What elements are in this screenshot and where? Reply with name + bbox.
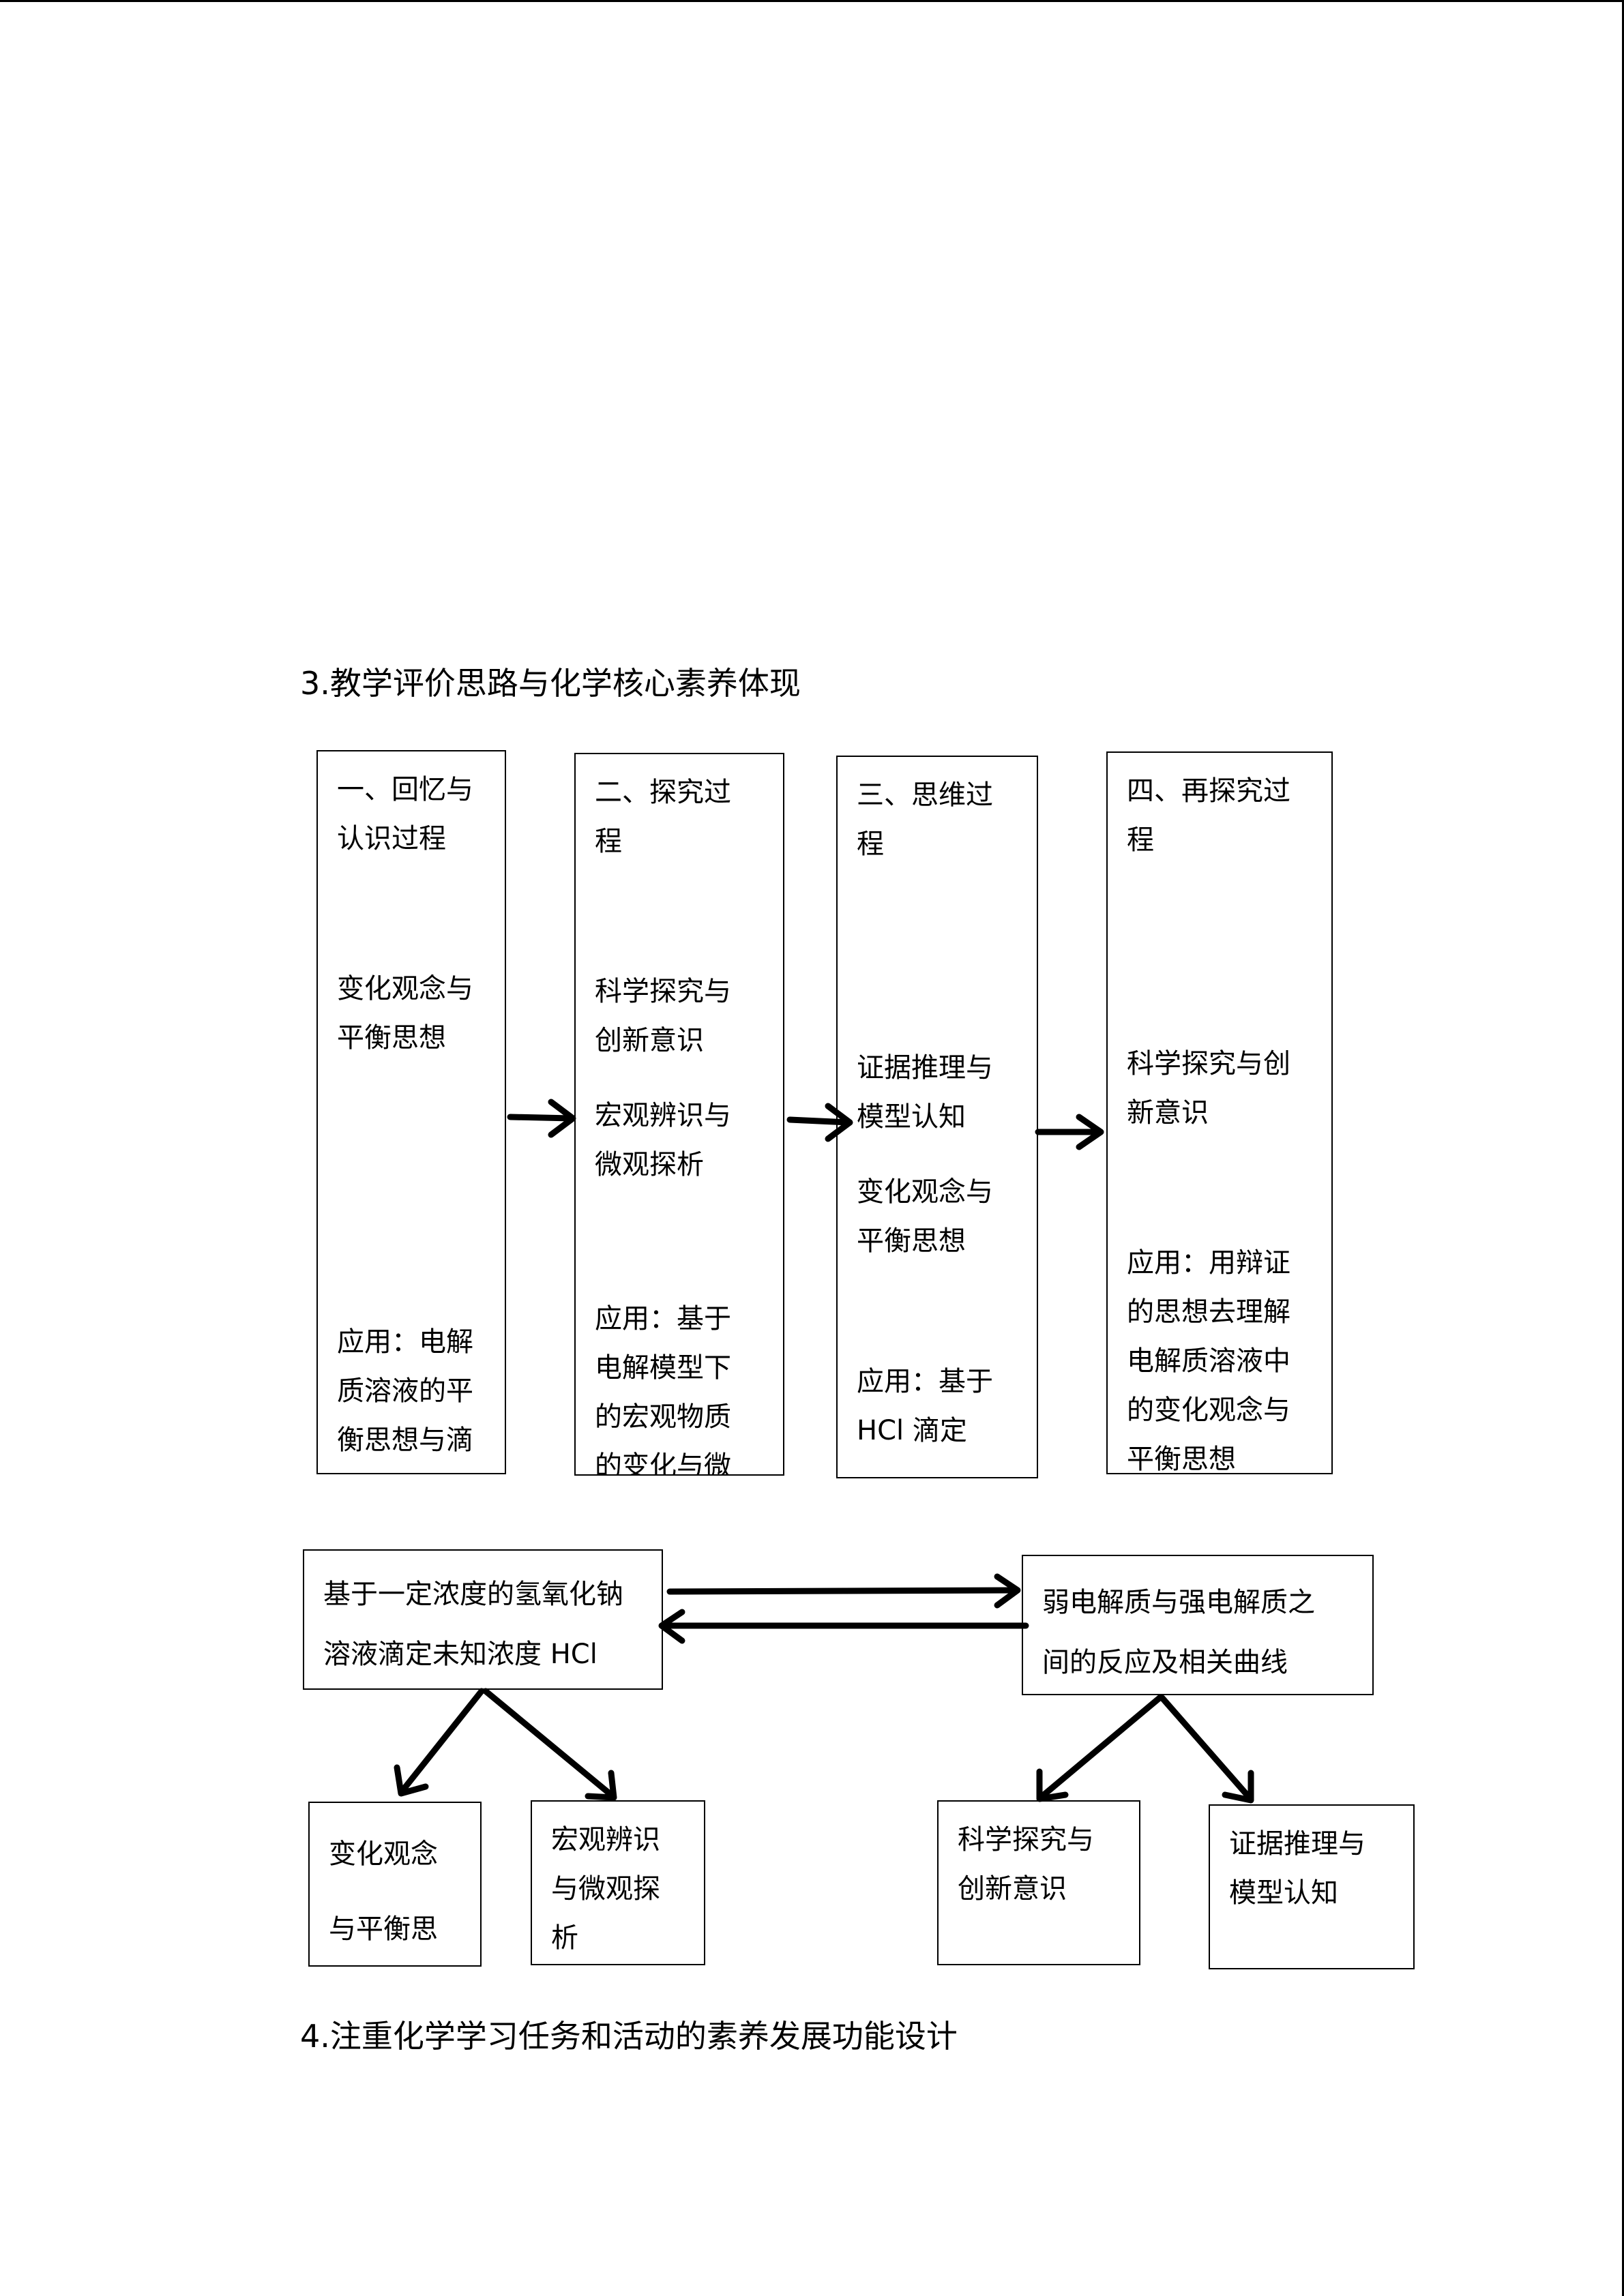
arrow-electrolyte-to-titration xyxy=(658,1609,1029,1644)
page-border-top xyxy=(0,0,1624,2)
section-3-heading: 3.教学评价思路与化学核心素养体现 xyxy=(300,665,801,702)
stage-literacy: 变化观念与 平衡思想 xyxy=(337,973,473,1054)
stage-application: 应用：用辩证 的思想去理解 电解质溶液中 的变化观念与 平衡思想 xyxy=(1127,1247,1290,1474)
stage-box-thinking: 三、思维过 程 证据推理与 模型认知 变化观念与 平衡思想 应用：基于 HCl … xyxy=(836,756,1038,1478)
electrolyte-reaction-text: 弱电解质与强电解质之 间的反应及相关曲线 xyxy=(1042,1587,1315,1678)
titration-box: 基于一定浓度的氢氧化钠 溶液滴定未知浓度 HCl xyxy=(303,1549,663,1690)
arrow-to-macro-micro xyxy=(482,1688,617,1801)
stage-title: 二、探究过 程 xyxy=(595,777,731,857)
titration-text: 基于一定浓度的氢氧化钠 溶液滴定未知浓度 HCl xyxy=(323,1579,623,1670)
stage-application: 应用：电解 质溶液的平 衡思想与滴 xyxy=(337,1326,473,1456)
stage-box-recall: 一、回忆与 认识过程 变化观念与 平衡思想 应用：电解 质溶液的平 衡思想与滴 xyxy=(316,750,506,1474)
arrow-stage-3-to-4 xyxy=(1035,1114,1104,1150)
stage-literacy: 证据推理与 模型认知 xyxy=(857,1052,993,1133)
macro-micro-text: 宏观辨识 与微观探 析 xyxy=(551,1824,660,1954)
stage-literacy: 科学探究与 创新意识 xyxy=(595,976,731,1056)
arrow-to-change-equilibrium xyxy=(394,1688,485,1797)
stage-box-re-explore: 四、再探究过 程 科学探究与创 新意识 应用：用辩证 的思想去理解 电解质溶液中… xyxy=(1106,751,1333,1474)
stage-application: 应用：基于 HCl 滴定 xyxy=(857,1366,993,1446)
stage-box-explore: 二、探究过 程 科学探究与 创新意识 宏观辨识与 微观探析 应用：基于 电解模型… xyxy=(574,753,784,1476)
arrow-stage-1-to-2 xyxy=(507,1099,576,1138)
evidence-reasoning-text: 证据推理与 模型认知 xyxy=(1229,1828,1365,1909)
change-equilibrium-text: 变化观念 与平衡思 想 xyxy=(329,1838,438,1945)
scientific-inquiry-text: 科学探究与 创新意识 xyxy=(958,1824,1094,1905)
arrow-to-evidence-reasoning xyxy=(1159,1695,1254,1804)
stage-title: 一、回忆与 认识过程 xyxy=(337,774,473,854)
stage-literacy-secondary: 变化观念与 平衡思想 xyxy=(857,1176,993,1257)
macro-micro-box: 宏观辨识 与微观探 析 xyxy=(531,1800,705,1965)
stage-title: 四、再探究过 程 xyxy=(1127,775,1290,856)
stage-application: 应用：基于 电解模型下 的宏观物质 的变化与微 xyxy=(595,1303,731,1476)
section-4-heading: 4.注重化学学习任务和活动的素养发展功能设计 xyxy=(300,2018,958,2055)
arrow-titration-to-electrolyte xyxy=(666,1573,1021,1609)
arrow-stage-2-to-3 xyxy=(786,1103,853,1142)
arrow-to-scientific-inquiry xyxy=(1036,1695,1163,1802)
stage-literacy: 科学探究与创 新意识 xyxy=(1127,1048,1290,1129)
change-equilibrium-box: 变化观念 与平衡思 想 xyxy=(308,1802,482,1967)
page-border-right xyxy=(1622,0,1624,2296)
stage-title: 三、思维过 程 xyxy=(857,779,993,860)
stage-literacy-secondary: 宏观辨识与 微观探析 xyxy=(595,1100,731,1180)
scientific-inquiry-box: 科学探究与 创新意识 xyxy=(937,1800,1140,1965)
evidence-reasoning-box: 证据推理与 模型认知 xyxy=(1209,1804,1415,1969)
